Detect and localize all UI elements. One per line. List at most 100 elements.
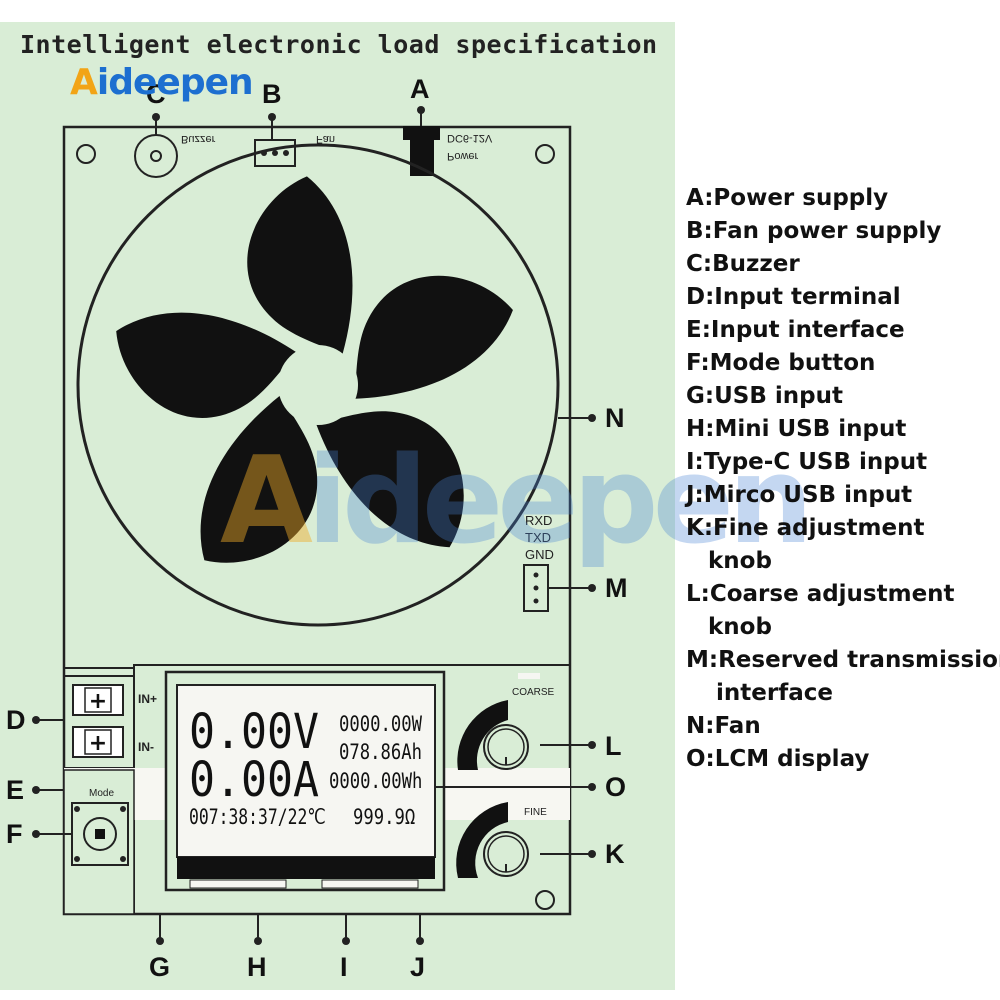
uart-pin-2 [533, 585, 539, 591]
lcd-bottom-bar [177, 857, 435, 879]
uart-gnd-label: GND [525, 547, 554, 562]
legend: A:Power supply B:Fan power supply C:Buzz… [686, 182, 1000, 776]
buzzer-silk-label: Buzzer [181, 133, 216, 145]
callout-f: F [6, 819, 23, 849]
lcd-screen [176, 684, 436, 858]
callout-o: O [605, 772, 627, 802]
callout-l: L [605, 731, 622, 761]
fan-blade [116, 312, 297, 418]
legend-item-e: E:Input interface [686, 317, 905, 343]
power-silk-label-1: Power [447, 150, 479, 162]
brand-watermark: Aideepen [220, 432, 814, 571]
coarse-label: COARSE [512, 687, 555, 698]
terminal-plus-screw [84, 687, 112, 713]
fine-label: FINE [524, 807, 547, 818]
in-plus-label: IN+ [138, 692, 158, 706]
leader-m-dot [588, 584, 596, 592]
callout-g: G [149, 952, 171, 982]
callout-c: C [146, 79, 166, 109]
uart-pin-1 [533, 572, 539, 578]
legend-item-m: M:Reserved transmission [686, 647, 1000, 673]
mode-label: Mode [89, 788, 115, 799]
fine-arc [456, 802, 508, 878]
legend-item-l-cont: knob [708, 614, 772, 640]
leader-a-dot [417, 106, 425, 114]
legend-item-i: I:Type-C USB input [686, 449, 928, 475]
diagram-title: Intelligent electronic load specificatio… [20, 30, 658, 59]
leader-f-dot [32, 830, 40, 838]
lcd-flex-right [321, 879, 419, 889]
lcd-voltage: 0.00V [189, 704, 320, 760]
mode-button-center [95, 829, 105, 839]
callout-k: K [605, 839, 625, 869]
fan-hub [278, 345, 358, 425]
callout-a: A [410, 74, 430, 104]
logo-first-letter: A [70, 62, 98, 103]
callout-b: B [262, 79, 282, 109]
terminal-minus-screw [84, 729, 112, 755]
fan-pin-2 [272, 150, 278, 156]
leader-k-dot [588, 850, 596, 858]
callout-m: M [605, 573, 628, 603]
legend-item-f: F:Mode button [686, 350, 876, 376]
lcd-power: 0000.00W [339, 712, 422, 736]
logo-rest: ideepen [96, 62, 254, 103]
brand-logo: Aideepen [70, 62, 254, 103]
leader-j-dot [416, 937, 424, 945]
mount-hole-bottom-right [535, 890, 555, 910]
buzzer-center [150, 150, 162, 162]
lcd-capacity: 078.86Ah [339, 740, 422, 764]
fan-blades [116, 176, 513, 563]
leader-e-dot [32, 786, 40, 794]
legend-item-o: O:LCM display [686, 746, 870, 772]
leader-b-dot [268, 113, 276, 121]
callout-e: E [6, 775, 25, 805]
watermark-first-letter: A [220, 432, 313, 571]
power-silk-label-2: DC6-12V [447, 132, 493, 144]
watermark-rest: ideepen [306, 432, 814, 571]
fan-blade [247, 176, 353, 355]
coarse-arc [457, 700, 508, 770]
terminal-plus-symbol: + [89, 689, 107, 714]
fan-ring [76, 143, 560, 627]
terminal-minus-symbol: + [89, 731, 107, 756]
leader-g-dot [156, 937, 164, 945]
leader-d-dot [32, 716, 40, 724]
legend-item-b: B:Fan power supply [686, 218, 942, 244]
fan-blade [200, 395, 318, 563]
fine-knob [483, 831, 529, 877]
leader-o-dot [588, 783, 596, 791]
uart-txd-label: TXD [525, 530, 551, 545]
leader-l-dot [588, 741, 596, 749]
uart-pin-3 [533, 598, 539, 604]
callout-j: J [410, 952, 426, 982]
legend-item-n: N:Fan [686, 713, 761, 739]
coarse-knob [483, 724, 529, 770]
lcd-resistance: 999.9Ω [353, 805, 416, 829]
mode-button-inner [83, 817, 117, 851]
mount-hole-top-left [76, 144, 96, 164]
legend-item-l: L:Coarse adjustment [686, 581, 955, 607]
lcd-time-temp: 007:38:37/22℃ [189, 805, 326, 829]
board-outline [62, 125, 572, 916]
lcd-flex-left [189, 879, 287, 889]
callout-i: I [340, 952, 348, 982]
leader-n-dot [588, 414, 596, 422]
legend-item-k: K:Fine adjustment [686, 515, 925, 541]
mode-area [63, 769, 135, 915]
mount-hole-top-right [535, 144, 555, 164]
legend-item-c: C:Buzzer [686, 251, 800, 277]
callout-d: D [6, 705, 26, 735]
callout-n: N [605, 403, 625, 433]
legend-item-d: D:Input terminal [686, 284, 901, 310]
lcd-energy: 0000.00Wh [329, 769, 423, 793]
fan-blade [354, 275, 513, 399]
legend-item-a: A:Power supply [686, 185, 889, 211]
leader-h-dot [254, 937, 262, 945]
callout-h: H [247, 952, 267, 982]
uart-rxd-label: RXD [525, 513, 553, 528]
legend-item-j: J:Mirco USB input [686, 482, 913, 508]
coarse-led [518, 673, 540, 679]
